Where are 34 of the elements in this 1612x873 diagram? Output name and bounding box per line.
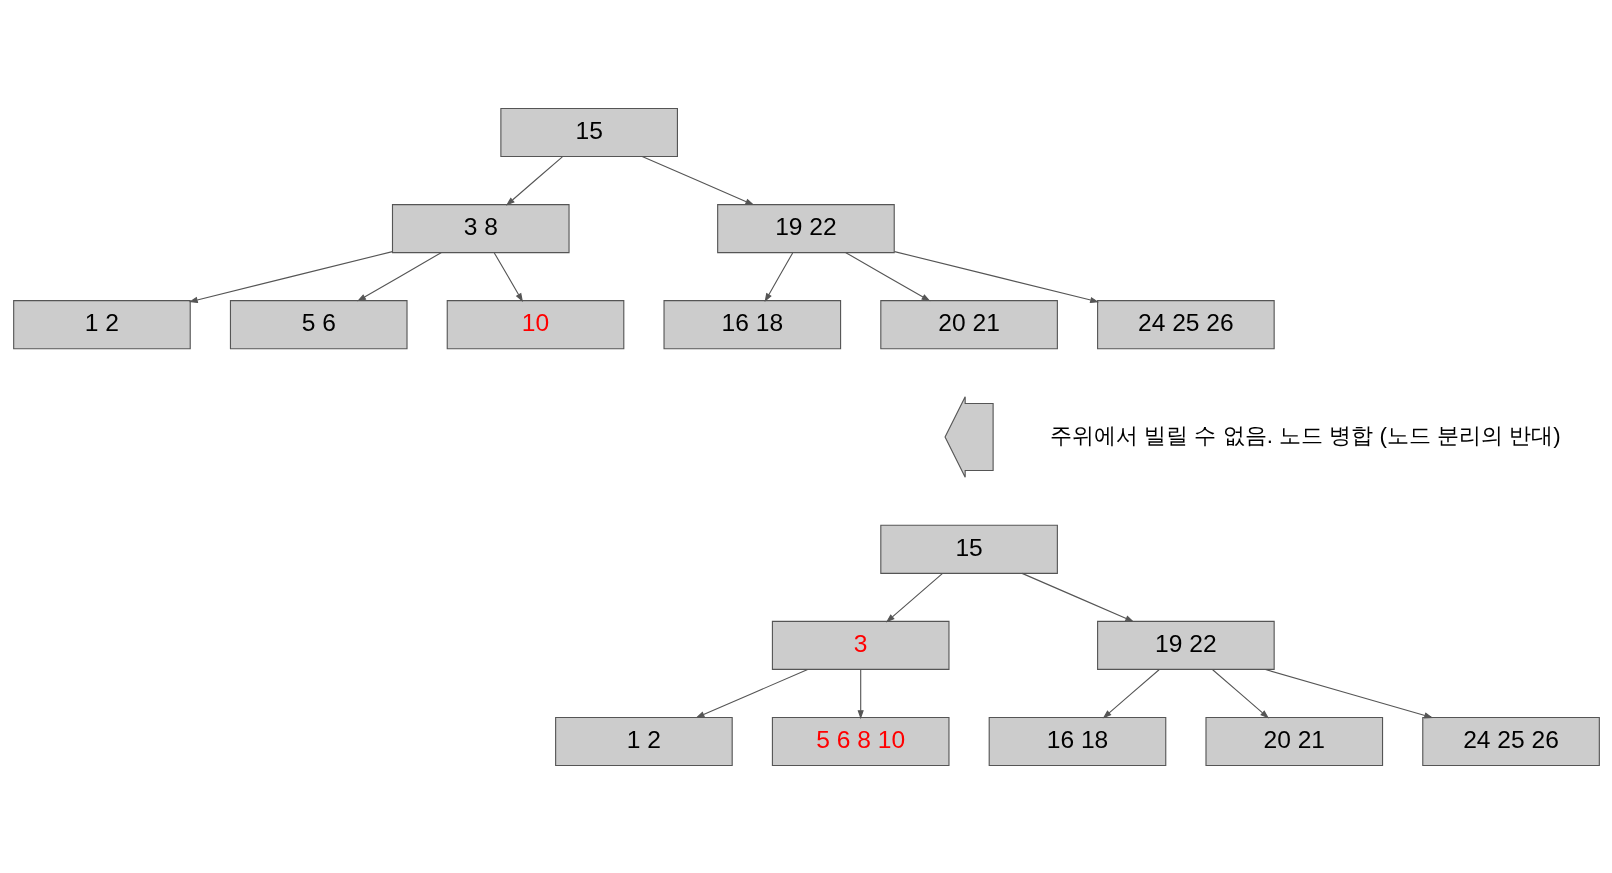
- node-box: 24 25 26: [1096, 299, 1275, 349]
- node-box: 5 6: [229, 299, 408, 349]
- node-box: 10: [446, 299, 624, 349]
- node-box: 20 21: [1204, 716, 1383, 766]
- arrow: [1211, 668, 1269, 719]
- node-box: 15: [499, 107, 678, 157]
- node-box: 20 21: [879, 299, 1058, 349]
- node-box: 1 2: [12, 299, 191, 349]
- arrow: [857, 668, 864, 719]
- arrow: [188, 250, 393, 303]
- node-box: 16 18: [988, 716, 1166, 766]
- arrow: [893, 250, 1099, 303]
- arrow: [1264, 668, 1433, 718]
- node-arrow: [943, 395, 994, 478]
- arrow: [764, 251, 793, 302]
- node-box: 19 22: [716, 203, 895, 253]
- arrow: [641, 155, 754, 205]
- arrow: [1021, 572, 1134, 622]
- node-box: 3: [771, 620, 950, 670]
- node-label: 주위에서 빌릴 수 없음. 노드 병합 (노드 분리의 반대): [1049, 422, 1561, 448]
- arrow: [493, 251, 523, 302]
- arrow: [505, 155, 563, 206]
- node-box: 5 6 8 10: [771, 716, 950, 766]
- arrow: [844, 251, 930, 301]
- arrow: [356, 251, 442, 301]
- node-box: 24 25 26: [1421, 716, 1600, 766]
- node-box: 1 2: [554, 716, 733, 766]
- node-box: 19 22: [1096, 620, 1275, 670]
- node-box: 16 18: [662, 299, 841, 349]
- arrow: [1102, 668, 1160, 719]
- arrow: [885, 572, 943, 622]
- arrow: [695, 668, 808, 718]
- node-box: 15: [879, 524, 1058, 574]
- node-box: 3 8: [391, 203, 570, 253]
